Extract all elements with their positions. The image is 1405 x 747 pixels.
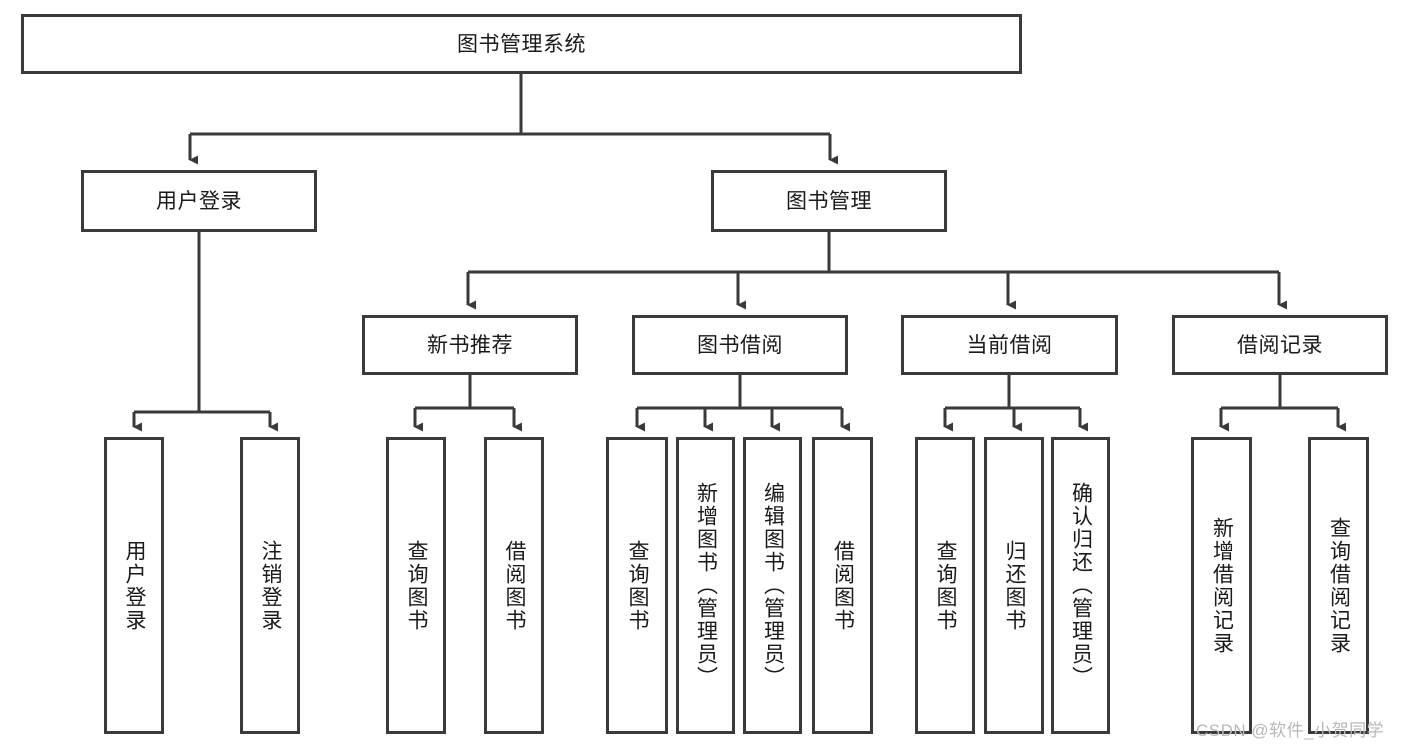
- node-leaf-confirm-return[interactable]: 确认归还（管理员）: [1051, 437, 1110, 734]
- node-leaf-add-book[interactable]: 新增图书（管理员）: [676, 437, 735, 734]
- node-root-label: 图书管理系统: [457, 32, 586, 56]
- node-root[interactable]: 图书管理系统: [21, 14, 1022, 74]
- node-leaf-query-borrow-record[interactable]: 查询借阅记录: [1308, 437, 1369, 734]
- node-leaf-user-logout[interactable]: 注销登录: [240, 437, 300, 734]
- node-leaf-confirm-return-label: 确认归还（管理员）: [1069, 482, 1093, 689]
- node-leaf-edit-book[interactable]: 编辑图书（管理员）: [743, 437, 802, 734]
- node-leaf-add-borrow-record[interactable]: 新增借阅记录: [1191, 437, 1252, 734]
- node-leaf-query-book-2[interactable]: 查询图书: [606, 437, 668, 734]
- node-borrow-record-label: 借阅记录: [1237, 333, 1323, 357]
- node-current-borrow[interactable]: 当前借阅: [901, 315, 1118, 375]
- node-leaf-add-book-label: 新增图书（管理员）: [694, 482, 718, 689]
- node-leaf-borrow-book-1-label: 借阅图书: [503, 539, 527, 632]
- node-book-borrow[interactable]: 图书借阅: [632, 315, 848, 375]
- node-leaf-query-borrow-record-label: 查询借阅记录: [1327, 516, 1351, 655]
- node-book-manage-label: 图书管理: [786, 189, 872, 213]
- node-leaf-return-book[interactable]: 归还图书: [984, 437, 1044, 734]
- node-leaf-query-book-1-label: 查询图书: [405, 539, 429, 632]
- node-leaf-query-book-1[interactable]: 查询图书: [386, 437, 446, 734]
- node-leaf-borrow-book-2-label: 借阅图书: [831, 539, 855, 632]
- node-new-book-recommend[interactable]: 新书推荐: [362, 315, 578, 375]
- node-user-login[interactable]: 用户登录: [81, 170, 317, 232]
- node-current-borrow-label: 当前借阅: [966, 333, 1053, 357]
- node-leaf-borrow-book-1[interactable]: 借阅图书: [484, 437, 544, 734]
- node-book-borrow-label: 图书借阅: [697, 333, 783, 357]
- node-leaf-query-book-3-label: 查询图书: [934, 539, 958, 632]
- node-user-login-label: 用户登录: [156, 189, 242, 213]
- node-leaf-user-login-label: 用户登录: [123, 539, 147, 632]
- tree-connectors: [132, 74, 1346, 432]
- node-new-book-recommend-label: 新书推荐: [427, 333, 513, 357]
- node-leaf-query-book-2-label: 查询图书: [626, 539, 650, 632]
- node-leaf-query-book-3[interactable]: 查询图书: [915, 437, 975, 734]
- node-leaf-borrow-book-2[interactable]: 借阅图书: [812, 437, 873, 734]
- node-leaf-add-borrow-record-label: 新增借阅记录: [1210, 516, 1234, 655]
- node-leaf-user-logout-label: 注销登录: [259, 539, 283, 632]
- node-borrow-record[interactable]: 借阅记录: [1172, 315, 1388, 375]
- node-leaf-user-login[interactable]: 用户登录: [104, 437, 164, 734]
- node-book-manage[interactable]: 图书管理: [711, 170, 947, 232]
- node-leaf-edit-book-label: 编辑图书（管理员）: [761, 482, 785, 689]
- node-leaf-return-book-label: 归还图书: [1003, 539, 1027, 632]
- watermark-label: CSDN @软件_小贺同学: [1196, 721, 1385, 740]
